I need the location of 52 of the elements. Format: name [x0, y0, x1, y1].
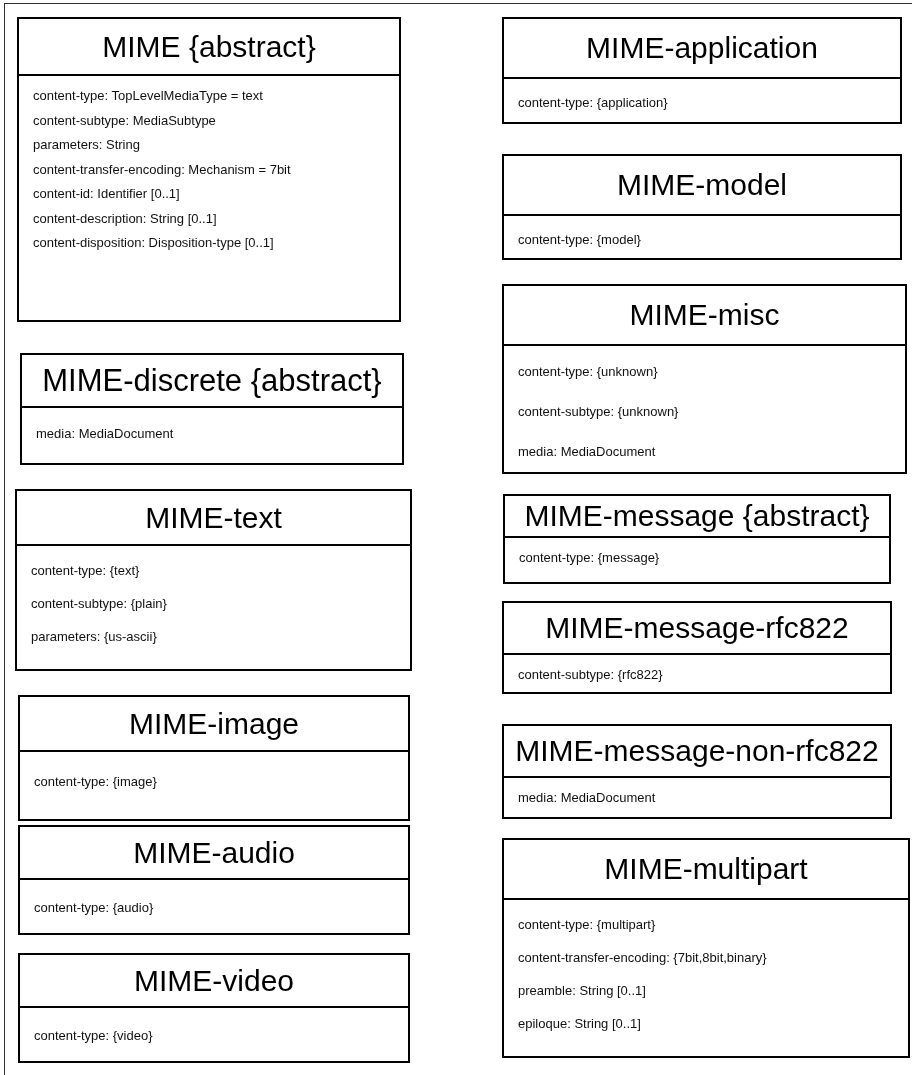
attribute-text: parameters: String — [33, 136, 140, 154]
attribute-text: media: MediaDocument — [518, 443, 656, 461]
attribute-text: content-type: TopLevelMediaType = text — [33, 87, 263, 105]
class-box — [20, 353, 404, 465]
attribute-text: content-type: {model} — [518, 231, 641, 249]
class-name: MIME-image — [129, 706, 299, 741]
attribute-text: content-type: {multipart} — [518, 916, 656, 934]
attribute-text: content-id: Identifier [0..1] — [33, 185, 180, 203]
class-name: MIME-audio — [133, 835, 295, 870]
class-name: MIME-multipart — [604, 852, 808, 886]
class-name: MIME-model — [617, 168, 787, 202]
class-box — [502, 838, 910, 1058]
class-name: MIME-discrete {abstract} — [42, 362, 382, 399]
class-name: MIME-application — [586, 31, 818, 65]
class-box — [502, 154, 902, 260]
attribute-text: content-type: {unknown} — [518, 363, 658, 381]
class-name: MIME-text — [145, 500, 282, 535]
class-box — [18, 695, 410, 821]
class-name: MIME-message {abstract} — [524, 499, 870, 533]
class-name: MIME-video — [133, 963, 294, 998]
attribute-text: content-type: {application} — [518, 94, 668, 112]
class-box — [502, 601, 892, 694]
class-box — [502, 724, 892, 819]
class-name: MIME-message-rfc822 — [545, 611, 849, 645]
class-box — [502, 284, 907, 474]
attribute-text: content-subtype: {unknown} — [518, 403, 679, 421]
class-box — [503, 494, 891, 584]
class-box — [17, 17, 401, 322]
class-box — [18, 953, 410, 1063]
attribute-text: parameters: {us-ascii} — [31, 628, 157, 646]
attribute-text: content-disposition: Disposition-type [0..1] — [33, 234, 274, 252]
attribute-text: content-type: {video} — [34, 1027, 153, 1045]
class-box — [502, 17, 902, 124]
attribute-text: content-description: String [0..1] — [33, 209, 217, 228]
attribute-text: content-type: {message} — [519, 549, 660, 567]
attribute-text: media: MediaDocument — [36, 425, 174, 443]
attribute-text: content-type: {image} — [34, 773, 157, 791]
attribute-text: media: MediaDocument — [518, 789, 656, 807]
attribute-text: content-subtype: {plain} — [31, 595, 167, 613]
attribute-text: content-subtype: MediaSubtype — [33, 111, 216, 130]
class-box — [15, 489, 412, 671]
class-name: MIME-message-non-rfc822 — [515, 734, 879, 768]
attribute-text: content-type: {text} — [31, 562, 140, 580]
attribute-text: content-type: {audio} — [34, 899, 154, 917]
attribute-text: content-transfer-encoding: {7bit,8bit,binary} — [518, 949, 767, 967]
attribute-text: content-subtype: {rfc822} — [518, 666, 663, 684]
attribute-text: preamble: String [0..1] — [518, 982, 646, 1000]
attribute-text: epiloque: String [0..1] — [518, 1015, 641, 1033]
class-box — [18, 825, 410, 935]
class-name: MIME-misc — [629, 298, 780, 332]
class-name: MIME {abstract} — [102, 29, 316, 64]
attribute-text: content-transfer-encoding: Mechanism = 7bit — [33, 160, 291, 179]
